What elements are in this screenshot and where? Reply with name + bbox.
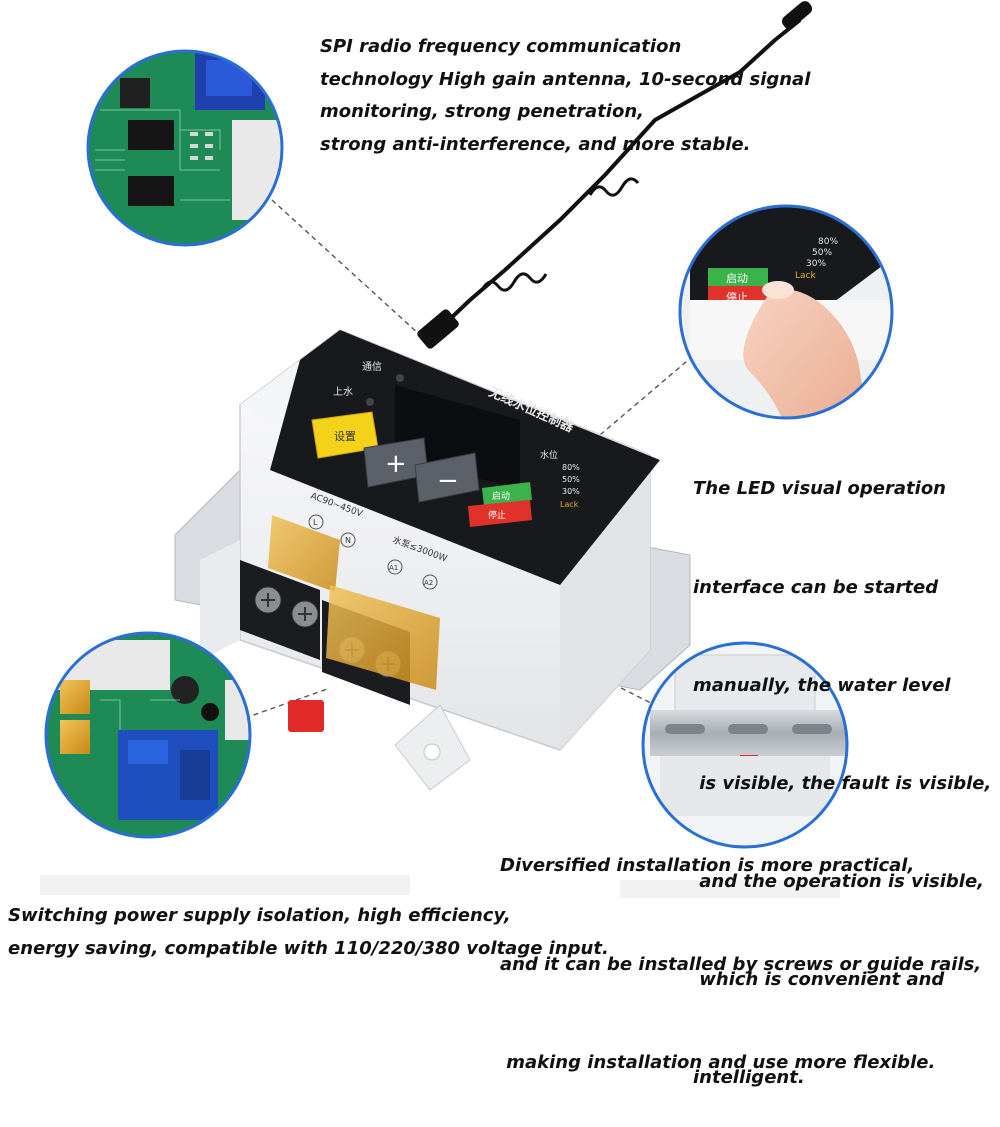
term-a1: A1 [389, 564, 398, 572]
caption-line: SPI radio frequency communication [320, 36, 682, 57]
hand-inset: 启动 停止 80% 50% 30% Lack [678, 204, 894, 420]
pcb-inset [86, 49, 284, 247]
inset-level-80: 80% [818, 237, 838, 247]
term-l: L [313, 518, 318, 527]
inset-level-50: 50% [812, 248, 832, 258]
rail-inset [641, 641, 849, 849]
inset-start-label: 启动 [726, 272, 748, 285]
term-n: N [345, 536, 351, 545]
start-button[interactable]: 启动 [482, 482, 532, 506]
stop-button[interactable]: 停止 [468, 500, 532, 527]
product-illustration: 通信 上水 无线水位控制器 水位 80% 50% 30% Lack 设置 + −… [40, 1, 894, 898]
caption-line: manually, the water level [693, 674, 951, 696]
comm-label: 通信 [362, 361, 382, 373]
caption-line: interface can be started [693, 576, 939, 598]
terminal-block-right [322, 585, 440, 705]
red-rail-clip [288, 700, 324, 732]
caption-line: energy saving, compatible with 110/220/3… [8, 937, 609, 959]
caption-line: Diversified installation is more practic… [500, 855, 915, 877]
faint-watermark [40, 875, 840, 898]
stop-button-label: 停止 [488, 509, 506, 521]
minus-button-label: − [437, 466, 459, 496]
plus-button[interactable]: + [363, 437, 429, 488]
pump-label: 上水 [333, 386, 353, 398]
caption-power-supply: Switching power supply isolation, high e… [8, 900, 609, 965]
level-80: 80% [562, 463, 580, 472]
caption-line: is visible, the fault is visible, [693, 772, 992, 794]
caption-line: The LED visual operation [693, 478, 946, 500]
inset-level-lack: Lack [795, 271, 816, 281]
set-button[interactable]: 设置 [311, 411, 379, 459]
caption-antenna: SPI radio frequency communication techno… [320, 31, 810, 162]
minus-button[interactable]: − [414, 452, 480, 503]
caption-line: Switching power supply isolation, high e… [8, 905, 511, 926]
caption-line: monitoring, strong penetration, [320, 101, 644, 123]
caption-line: making installation and use more flexibl… [500, 1051, 936, 1073]
caption-line: technology High gain antenna, 10-second … [320, 68, 811, 90]
inset-level-30: 30% [806, 259, 826, 269]
terminal-block-left [240, 515, 340, 660]
level-50: 50% [562, 475, 580, 484]
antenna [417, 1, 813, 349]
caption-line: and the operation is visible, [693, 870, 985, 892]
level-lack: Lack [560, 500, 579, 509]
caption-line: which is convenient and [693, 968, 945, 990]
power-supply-inset [44, 631, 252, 839]
level-title: 水位 [540, 449, 558, 461]
caption-led-interface: The LED visual operation interface can b… [693, 408, 991, 1127]
plus-button-label: + [385, 449, 407, 479]
caption-line: and it can be installed by screws or gui… [500, 953, 982, 975]
level-30: 30% [562, 487, 580, 496]
term-a2: A2 [424, 579, 433, 587]
set-button-label: 设置 [334, 430, 356, 443]
start-button-label: 启动 [492, 490, 510, 502]
caption-line: strong anti-interference, and more stabl… [320, 134, 751, 156]
